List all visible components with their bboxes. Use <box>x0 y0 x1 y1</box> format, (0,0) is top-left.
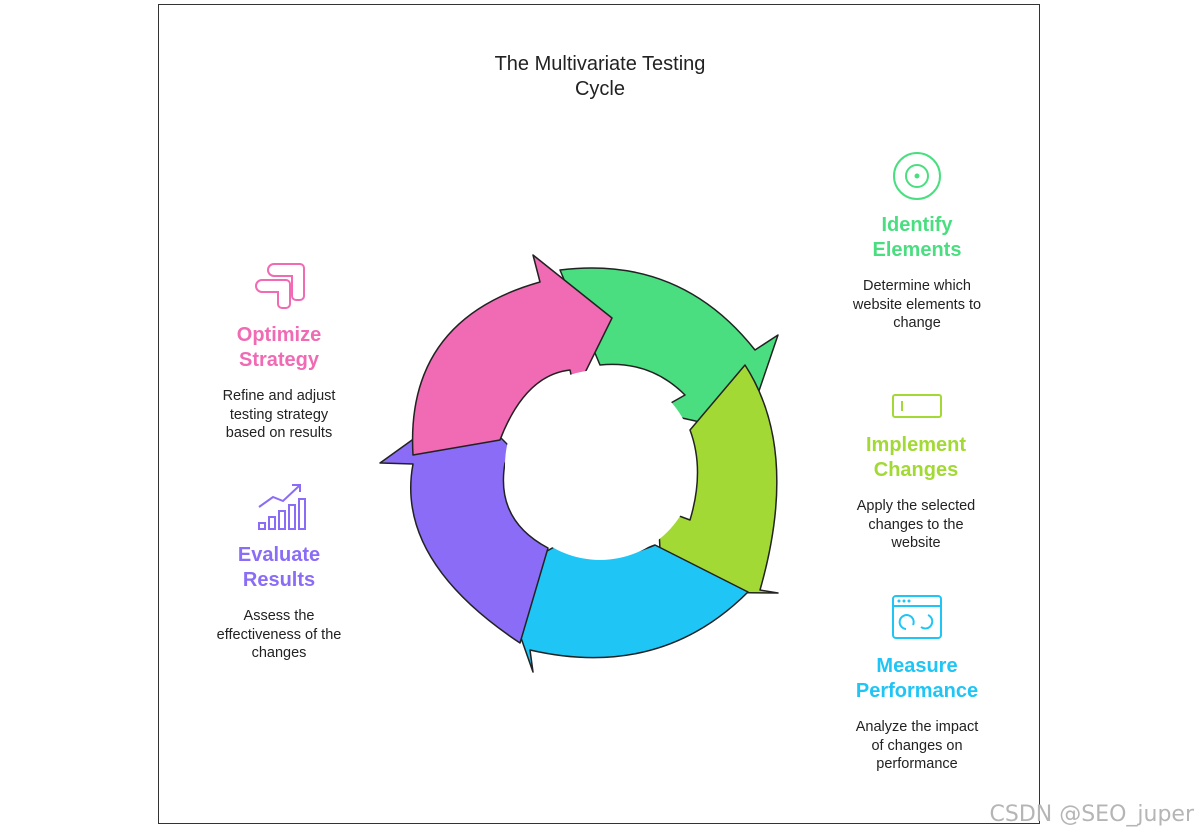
step-description: Determine which website elements to chan… <box>817 277 1017 333</box>
step-implement-changes: Implement Changes Apply the selected cha… <box>816 433 1016 553</box>
heading-line: Strategy <box>238 349 320 371</box>
heading-line: Identify <box>881 214 953 236</box>
step-identify-elements: Identify Elements Determine which websit… <box>817 213 1017 333</box>
connector-icon <box>255 263 305 309</box>
description-line: of changes on <box>871 737 963 754</box>
description-line: website elements to <box>852 296 982 313</box>
arrow-optimize-strategy <box>411 254 613 456</box>
description-line: Apply the selected <box>856 498 976 514</box>
description-line: change <box>893 315 941 331</box>
cycle-center <box>505 370 695 560</box>
description-line: changes to the <box>868 516 964 533</box>
description-line: Determine which <box>863 278 971 294</box>
heading-line: Optimize <box>236 324 322 346</box>
step-heading: Evaluate Results <box>179 543 379 593</box>
heading-line: Measure <box>876 655 958 677</box>
title-line-2: Cycle <box>574 78 625 100</box>
description-line: Analyze the impact <box>855 719 979 735</box>
bar-chart-growth-icon <box>258 484 306 530</box>
step-measure-performance: Measure Performance Analyze the impact o… <box>817 654 1017 774</box>
description-line: performance <box>876 756 958 772</box>
arrow-implement-changes <box>657 364 779 594</box>
description-line: Assess the <box>243 608 315 624</box>
step-description: Assess the effectiveness of the changes <box>179 607 379 663</box>
step-evaluate-results: Evaluate Results Assess the effectivenes… <box>179 543 379 663</box>
step-heading: Measure Performance <box>817 654 1017 704</box>
dashboard-window-icon <box>892 595 942 639</box>
heading-line: Evaluate <box>237 544 321 566</box>
heading-line: Performance <box>855 680 979 702</box>
heading-line: Changes <box>873 459 959 481</box>
heading-line: Implement <box>865 434 967 456</box>
description-line: website <box>891 535 941 551</box>
title-line-1: The Multivariate Testing <box>494 53 706 75</box>
step-description: Analyze the impact of changes on perform… <box>817 718 1017 774</box>
diagram-title: The Multivariate Testing Cycle <box>0 52 1200 102</box>
description-line: testing strategy <box>229 406 329 423</box>
description-line: effectiveness of the <box>216 626 342 643</box>
step-heading: Identify Elements <box>817 213 1017 263</box>
heading-line: Results <box>242 569 316 591</box>
step-heading: Optimize Strategy <box>179 323 379 373</box>
watermark: CSDN @SEO_juper <box>989 802 1195 827</box>
description-line: changes <box>251 645 307 661</box>
target-icon <box>893 152 941 200</box>
step-description: Refine and adjust testing strategy based… <box>179 387 379 443</box>
step-optimize-strategy: Optimize Strategy Refine and adjust test… <box>179 323 379 443</box>
step-description: Apply the selected changes to the websit… <box>816 497 1016 553</box>
description-line: based on results <box>225 425 333 441</box>
description-line: Refine and adjust <box>222 388 336 404</box>
step-heading: Implement Changes <box>816 433 1016 483</box>
toggle-icon <box>892 394 942 418</box>
heading-line: Elements <box>872 239 962 261</box>
